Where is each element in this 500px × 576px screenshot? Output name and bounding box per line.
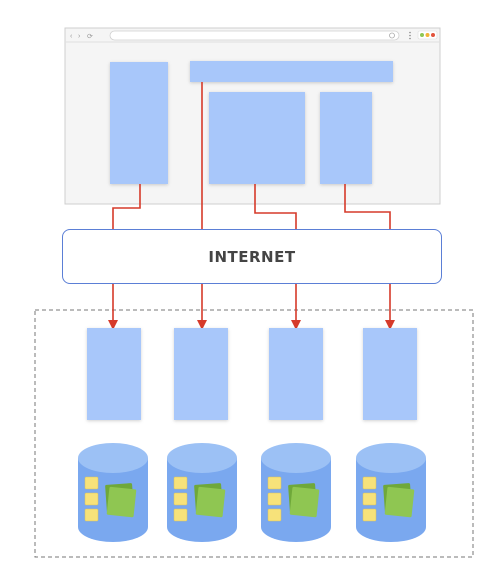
sticky-note-front-icon: [195, 486, 226, 518]
sticky-note-icon: [362, 476, 377, 490]
sticky-note-icon: [362, 492, 377, 506]
page-block-aside: [320, 92, 372, 184]
database-top: [167, 443, 237, 473]
browser-toolbar: ‹ › ⟳: [70, 30, 438, 41]
sticky-note-icon: [267, 508, 282, 522]
sticky-note-icon: [173, 508, 188, 522]
service-block-2: [174, 328, 228, 420]
kebab-menu-icon[interactable]: [409, 31, 411, 40]
sticky-note-icon: [267, 492, 282, 506]
internet-label: INTERNET: [208, 247, 296, 266]
sticky-note-icon: [362, 508, 377, 522]
page-block-header: [190, 61, 393, 82]
service-block-4: [363, 328, 417, 420]
sticky-note-icon: [84, 476, 99, 490]
sticky-note-icon: [173, 492, 188, 506]
page-block-sidebar: [110, 62, 168, 184]
database-icon: [167, 443, 237, 542]
sticky-note-icon: [173, 476, 188, 490]
star-icon[interactable]: [389, 32, 395, 39]
internet-box: INTERNET: [62, 229, 442, 284]
database-icon: [261, 443, 331, 542]
yellow-dot: [425, 33, 430, 37]
browser-window: ‹ › ⟳: [64, 27, 441, 205]
red-dot: [431, 33, 435, 37]
page-block-main: [209, 92, 305, 184]
database-top: [356, 443, 426, 473]
sticky-note-front-icon: [106, 486, 137, 518]
service-block-3: [269, 328, 323, 420]
database-top: [261, 443, 331, 473]
database-icon: [356, 443, 426, 542]
back-icon[interactable]: ‹: [70, 33, 73, 40]
database-top: [78, 443, 148, 473]
sticky-note-icon: [84, 508, 99, 522]
sticky-note-icon: [84, 492, 99, 506]
reload-icon[interactable]: ⟳: [87, 34, 93, 41]
forward-icon[interactable]: ›: [78, 33, 81, 40]
service-block-1: [87, 328, 141, 420]
database-icon: [78, 443, 148, 542]
databases: [78, 443, 426, 542]
sticky-note-front-icon: [289, 486, 320, 518]
sticky-note-front-icon: [384, 486, 415, 518]
address-bar[interactable]: [109, 30, 400, 41]
sticky-note-icon: [267, 476, 282, 490]
green-dot: [420, 33, 424, 37]
backend-region: [34, 309, 474, 558]
